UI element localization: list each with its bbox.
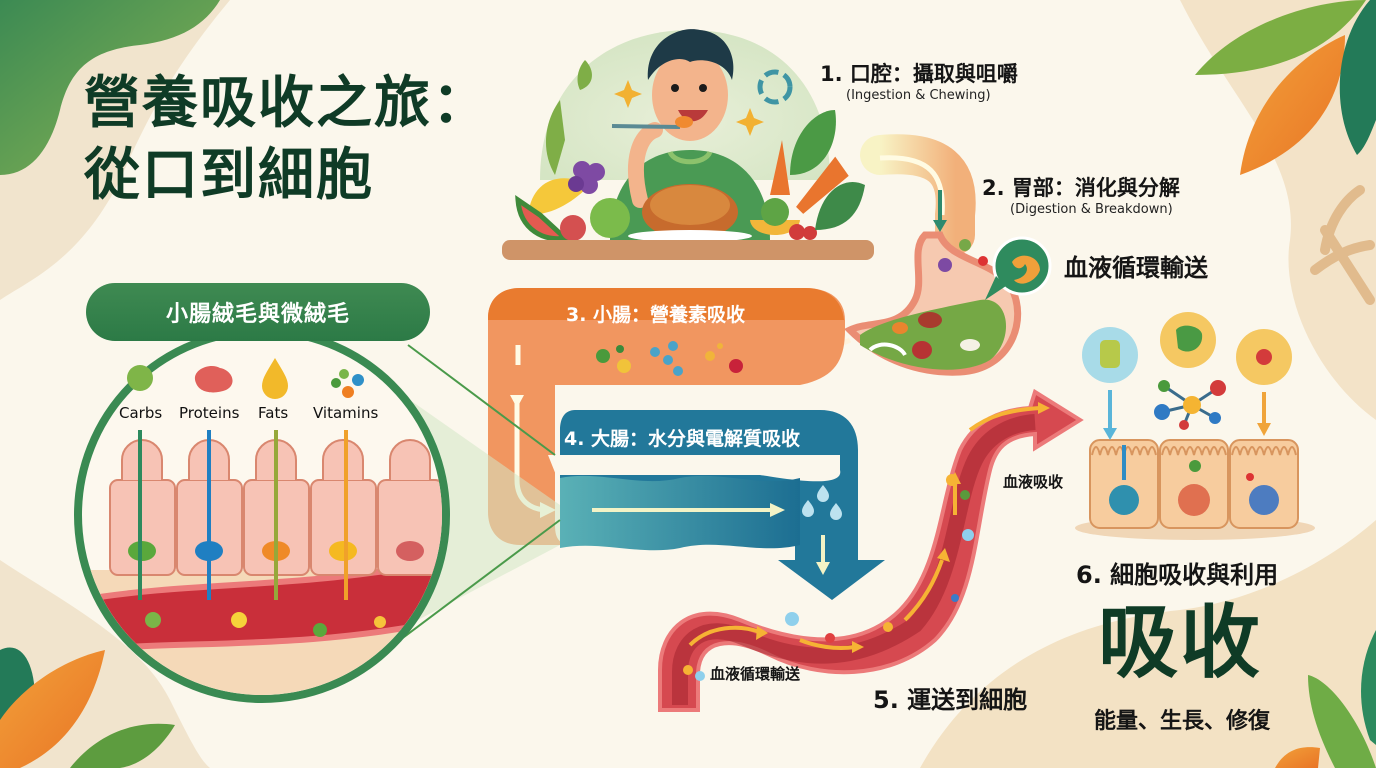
blood-circulation-label: 血液循環輸送 bbox=[710, 665, 801, 683]
eating-person-illustration bbox=[502, 29, 874, 260]
title-line-1: 營養吸收之旅： bbox=[84, 71, 490, 136]
absorption-benefits: 能量、生長、修復 bbox=[1094, 709, 1271, 734]
step-5-label: 5. 運送到細胞 bbox=[873, 686, 1028, 714]
title-line-2: 從口到細胞 bbox=[84, 143, 374, 208]
villi-panel-title: 小腸絨毛與微絨毛 bbox=[86, 283, 430, 341]
protein-meat-icon bbox=[194, 365, 233, 393]
nutrient-label-vitamins: Vitamins bbox=[313, 404, 379, 422]
nutrient-label-proteins: Proteins bbox=[179, 404, 240, 422]
villi-magnifier bbox=[74, 327, 561, 703]
carbs-broccoli-icon bbox=[127, 365, 153, 391]
vitamins-icon bbox=[331, 378, 341, 388]
stomach-blood-circulation-label: 血液循環輸送 bbox=[1064, 254, 1208, 282]
step-1-subtitle: (Ingestion & Chewing) bbox=[846, 88, 991, 103]
step-2-subtitle: (Digestion & Breakdown) bbox=[1010, 202, 1173, 217]
page-title: 營養吸收之旅： 從口到細胞 bbox=[84, 68, 490, 212]
small-intestine-band bbox=[488, 288, 845, 545]
large-intestine-band bbox=[548, 410, 885, 600]
stomach-illustration bbox=[755, 190, 1052, 376]
cell-absorption-illustration bbox=[1075, 312, 1315, 540]
step-6-label: 6. 細胞吸收與利用 bbox=[1076, 561, 1279, 589]
step-4-label: 4. 大腸：水分與電解質吸收 bbox=[564, 428, 801, 450]
nutrient-label-carbs: Carbs bbox=[119, 404, 163, 422]
step-1-label: 1. 口腔：攝取與咀嚼 bbox=[820, 62, 1018, 86]
leaf-cluster-bottom-right-icon bbox=[1275, 630, 1376, 768]
step-2-label: 2. 胃部：消化與分解 bbox=[982, 176, 1180, 200]
absorption-headline: 吸收 bbox=[1098, 596, 1262, 689]
fats-oil-drop-icon bbox=[262, 358, 288, 399]
leaf-cluster-bottom-left-icon bbox=[0, 647, 175, 768]
blood-vessel bbox=[658, 388, 1084, 712]
leaf-cluster-top-right-icon bbox=[1195, 0, 1376, 305]
step-3-label: 3. 小腸：營養素吸收 bbox=[566, 304, 746, 326]
nutrient-label-fats: Fats bbox=[258, 404, 289, 422]
green-corner-blob bbox=[0, 0, 220, 175]
table-shelf bbox=[502, 240, 874, 260]
blood-absorption-label: 血液吸收 bbox=[1003, 473, 1064, 491]
